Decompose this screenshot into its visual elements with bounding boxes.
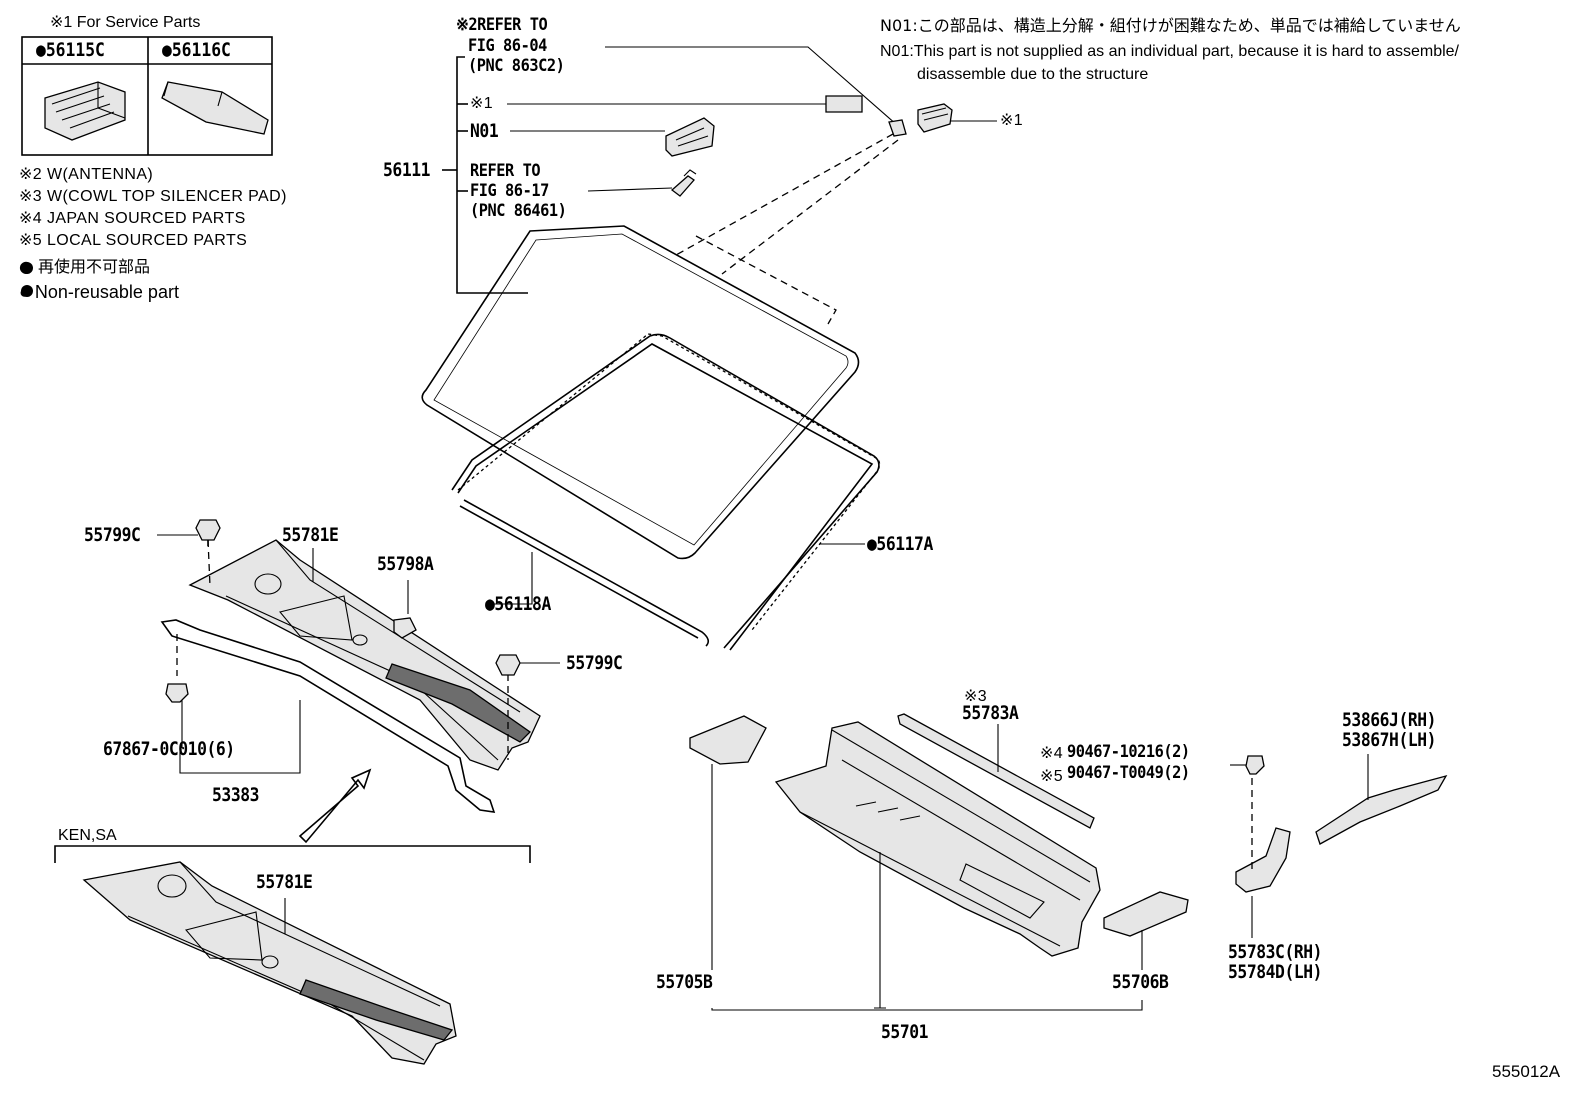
figure-id: 555012A [1492, 1062, 1561, 1081]
legend-nonreusable-jp: ● 再使用不可部品 [19, 257, 151, 276]
legend-local-sourced: ※5 LOCAL SOURCED PARTS [19, 232, 248, 249]
callout-55781E-top: 55781E [282, 524, 339, 546]
n01-bracket-part [665, 117, 715, 157]
callout-refer-fig-86-04-l1: ※2REFER TO [456, 15, 548, 35]
callout-mark-3: ※3 [964, 688, 988, 705]
callout-mark-1-right: ※1 [1000, 112, 1024, 129]
callout-53383: 53383 [212, 784, 260, 806]
cowl-louver-upper [188, 539, 541, 771]
service-parts-title: ※1 For Service Parts [50, 14, 201, 31]
cowl-side-seal [160, 619, 496, 813]
leader-lines-cowl-assembly [711, 724, 1369, 1011]
service-parts-table [21, 36, 273, 156]
clip-55799C-mid [495, 654, 521, 676]
clip-55798A [393, 617, 417, 639]
clip-67867 [165, 683, 189, 703]
legend-nonreusable-en: ● Non-reusable part [19, 282, 179, 302]
bracket-53866J [1315, 774, 1448, 845]
antenna-connector-part [888, 119, 907, 137]
leader-lines-glass [486, 543, 865, 605]
antenna-bracket-part-right [917, 103, 953, 133]
callout-refer-fig-86-17-l2: FIG 86-17 [470, 181, 549, 201]
leader-lines-top [442, 46, 997, 294]
service-part-56116C: ●56116C [162, 39, 231, 61]
callout-90467-T0049: 90467-T0049(2) [1067, 763, 1190, 783]
callout-90467-10216: 90467-10216(2) [1067, 742, 1190, 762]
callout-mark-5: ※5 [1040, 768, 1064, 785]
callout-mark-4: ※4 [1040, 745, 1064, 762]
label-ken-sa: KEN,SA [58, 827, 117, 844]
callout-n01: N01 [470, 120, 499, 142]
callout-refer-fig-86-17-l3: (PNC 86461) [470, 201, 567, 221]
antenna-bracket-icon [44, 81, 126, 141]
note-n01-en-1: N01:This part is not supplied as an indi… [880, 43, 1459, 60]
callout-55783A: 55783A [962, 702, 1019, 724]
callout-55783C-RH: 55783C(RH) [1228, 941, 1323, 963]
service-part-56115C: ●56115C [36, 39, 105, 61]
note-n01-en-2: disassemble due to the structure [917, 66, 1149, 83]
callout-refer-fig-86-04-l2: FIG 86-04 [468, 36, 547, 56]
callout-55705B: 55705B [656, 971, 713, 993]
clip-90467 [1245, 755, 1265, 775]
direction-arrow-icon [298, 768, 372, 844]
clip-55799C-top [195, 519, 221, 546]
callout-55799C-mid: 55799C [566, 652, 623, 674]
pad-part [825, 95, 863, 113]
legend-japan-sourced: ※4 JAPAN SOURCED PARTS [19, 210, 246, 227]
callout-refer-fig-86-17-l1: REFER TO [470, 161, 541, 181]
cowl-panel-55701 [774, 721, 1101, 957]
bracket-55705B [689, 715, 767, 780]
cowl-louver-lower [82, 861, 457, 1065]
callout-56118A: ●56118A [485, 593, 551, 615]
callout-55798A: 55798A [377, 553, 434, 575]
legend-cowl-pad: ※3 W(COWL TOP SILENCER PAD) [19, 188, 287, 205]
callout-refer-fig-86-04-l3: (PNC 863C2) [468, 56, 565, 76]
silencer-pad-icon [161, 81, 269, 135]
legend-antenna: ※2 W(ANTENNA) [19, 166, 154, 183]
note-n01-jp: N01:この部品は、構造上分解・組付けが困難なため、単品では補給していません [880, 16, 1461, 35]
callout-53866J-RH: 53866J(RH) [1342, 709, 1437, 731]
callout-53867H-LH: 53867H(LH) [1342, 729, 1437, 751]
bracket-55783C [1235, 827, 1291, 893]
cowl-silencer-pad-55783A [897, 713, 1095, 829]
windshield-glass [421, 225, 881, 631]
callout-67867-0C010: 67867-0C010(6) [103, 738, 235, 760]
callout-55799C-top: 55799C [84, 524, 141, 546]
callout-56117A: ●56117A [867, 533, 933, 555]
callout-55784D-LH: 55784D(LH) [1228, 961, 1323, 983]
callout-56111: 56111 [383, 159, 431, 181]
callout-55706B: 55706B [1112, 971, 1169, 993]
bracket-55706B [1103, 891, 1189, 937]
bullet-icon [21, 262, 33, 274]
bullet-icon [21, 285, 33, 297]
windshield-weatherstrip [451, 333, 880, 651]
callout-mark-1-left: ※1 [470, 95, 494, 112]
callout-55701: 55701 [881, 1021, 929, 1043]
projection-lines [675, 133, 899, 325]
callout-55781E-bottom: 55781E [256, 871, 313, 893]
clip-part [670, 169, 697, 197]
ken-sa-bracket [54, 845, 531, 863]
